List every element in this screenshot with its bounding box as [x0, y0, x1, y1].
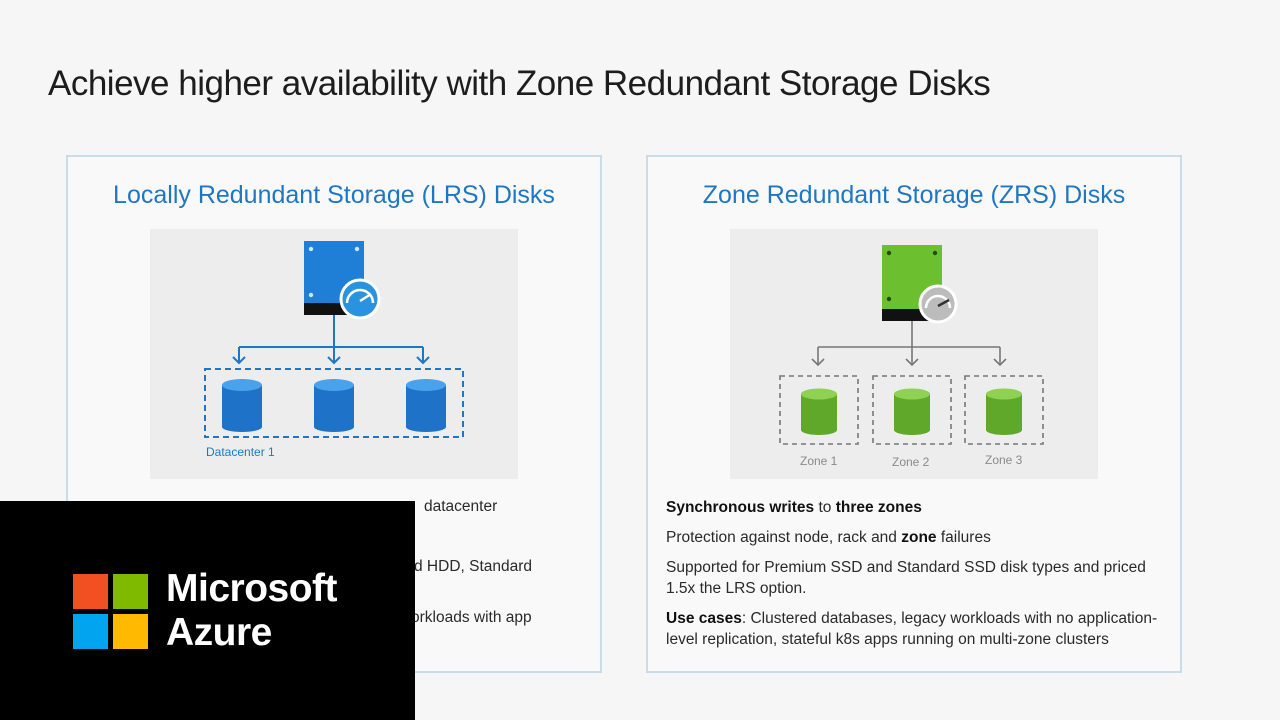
zrs-bullet-4-text: : Clustered databases, legacy workloads …: [666, 610, 1158, 648]
zrs-replica-1-icon: [801, 388, 837, 435]
lrs-replica-icons: [222, 379, 446, 432]
zrs-bullet-4: Use cases: Clustered databases, legacy w…: [666, 608, 1166, 650]
lrs-diagram-graphic: Datacenter 1: [204, 241, 464, 459]
zrs-bullet-1-bold-a: Synchronous writes: [666, 499, 815, 516]
zrs-bullet-1-bold-b: three zones: [835, 499, 922, 516]
zone-3-boundary: [964, 375, 1044, 445]
brand-wordmark: Microsoft Azure: [166, 567, 338, 655]
zrs-bullet-2-text-a: Protection against node, rack and: [666, 529, 902, 546]
zrs-arrows: [811, 321, 1007, 367]
zrs-bullet-3: Supported for Premium SSD and Standard S…: [666, 559, 1146, 597]
zrs-panel: Zone Redundant Storage (ZRS) Disks: [646, 155, 1182, 673]
zrs-bullet-1-text: to: [814, 499, 836, 516]
lrs-bullet-fragment-3: orkloads with app: [411, 609, 532, 626]
zrs-bullet-2: Protection against node, rack and zone f…: [666, 527, 1166, 548]
slide-title: Achieve higher availability with Zone Re…: [48, 64, 991, 103]
zone-2-boundary: [872, 375, 952, 445]
zrs-replica-3-icon: [986, 388, 1022, 435]
zrs-bullets: Synchronous writes to three zones Protec…: [666, 497, 1166, 659]
lrs-heading: Locally Redundant Storage (LRS) Disks: [113, 181, 555, 209]
zrs-disk-icon: [882, 245, 958, 324]
lrs-arrows: [232, 315, 430, 365]
lrs-replica-2-icon: [314, 379, 354, 432]
lrs-bullet-fragment-1: datacenter: [424, 498, 498, 515]
zrs-replica-icons: [801, 388, 1022, 435]
logo-red-square: [73, 574, 108, 609]
lrs-disk-icon: [304, 241, 381, 320]
lrs-replica-3-icon: [406, 379, 446, 432]
brand-line-1: Microsoft: [166, 567, 338, 610]
zrs-bullet-4-bold: Use cases: [666, 610, 742, 627]
zrs-diagram: Zone 1 Zone 2 Zone 3: [730, 229, 1098, 479]
datacenter-boundary: [204, 368, 464, 438]
microsoft-azure-brand: Microsoft Azure: [0, 501, 415, 720]
zrs-heading: Zone Redundant Storage (ZRS) Disks: [702, 181, 1126, 209]
lrs-diagram: Datacenter 1: [150, 229, 518, 479]
lrs-bullet-fragment-2: d HDD, Standard: [414, 558, 533, 575]
microsoft-logo-icon: [73, 574, 148, 649]
lrs-replica-1-icon: [222, 379, 262, 432]
logo-blue-square: [73, 614, 108, 649]
zrs-bullet-1: Synchronous writes to three zones: [666, 497, 1166, 518]
logo-yellow-square: [113, 614, 148, 649]
zrs-bullet-2-bold: zone: [901, 529, 937, 546]
zrs-bullet-2-text-b: failures: [936, 529, 991, 546]
brand-line-2: Azure: [166, 611, 272, 654]
datacenter-label: Datacenter 1: [206, 445, 275, 459]
zone-2-label: Zone 2: [892, 455, 930, 469]
zone-1-label: Zone 1: [800, 454, 838, 468]
zrs-diagram-graphic: Zone 1 Zone 2 Zone 3: [779, 245, 1044, 469]
zrs-replica-2-icon: [894, 388, 930, 435]
zone-3-label: Zone 3: [985, 453, 1023, 467]
zone-boundaries: [779, 375, 1044, 445]
logo-green-square: [113, 574, 148, 609]
zone-1-boundary: [779, 375, 859, 445]
